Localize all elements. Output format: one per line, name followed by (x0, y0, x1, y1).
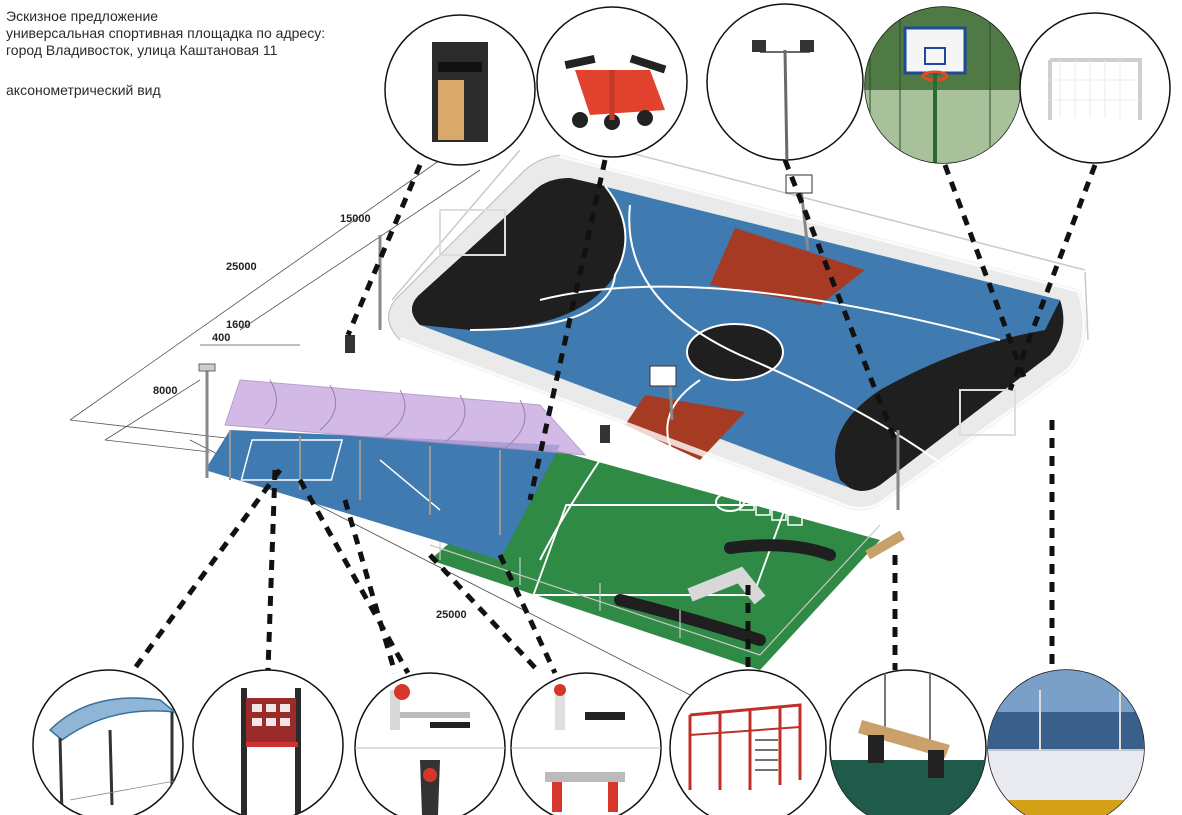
goal-left (439, 209, 506, 256)
dim-15000: 15000 (340, 213, 371, 225)
dim-1600: 1600 (226, 319, 250, 331)
bin-shape-2 (600, 425, 610, 443)
callout-basketball-hoop (864, 6, 1022, 164)
fitness-fence (429, 524, 881, 656)
dim-line-15000 (239, 169, 481, 331)
bench-shape (865, 530, 905, 560)
court-black-zone-left (411, 178, 626, 330)
fitness-zone (429, 450, 905, 670)
callout-hockey-board (987, 669, 1145, 815)
hopscotch (739, 499, 803, 526)
trash-bin-icon (432, 42, 488, 142)
dim-25000-top: 25000 (226, 261, 257, 273)
info-board-icon (241, 688, 301, 815)
dim-line-8000 (104, 379, 201, 441)
main-court (378, 139, 1089, 513)
callout-trainers-2 (510, 672, 662, 815)
dim-25000-bottom: 25000 (436, 609, 467, 621)
basketball-hoop-icon (865, 7, 1021, 163)
title-line-1: Эскизное предложение (6, 8, 159, 24)
callout-canopy (32, 669, 184, 815)
view-label: аксонометрический вид (6, 82, 161, 98)
trainer-machine-icon-2 (511, 684, 661, 812)
dim-400: 400 (212, 332, 230, 344)
court-black-zone-right (835, 300, 1064, 491)
backboard-bottom (649, 365, 677, 387)
trainer-machine-icon (355, 684, 505, 815)
dim-8000: 8000 (153, 385, 177, 397)
title-line-2: универсальная спортивная площадка по адр… (6, 25, 326, 41)
hoop-pole-bottom (668, 379, 674, 421)
callout-park-bench (829, 669, 987, 815)
callout-football-goal (1019, 12, 1171, 164)
court-red-key-top (710, 228, 865, 305)
football-goal-icon (1048, 58, 1142, 120)
bin-shape (345, 335, 355, 353)
park-bench-icon (830, 670, 986, 815)
dim-line-25000-top (69, 159, 441, 421)
canopy-zone (198, 335, 610, 560)
canopy-roof (224, 379, 587, 456)
callout-trash-bin (384, 14, 536, 166)
title-block: Эскизное предложение универсальная спорт… (6, 8, 325, 59)
callout-info-board (192, 669, 344, 815)
workout-rig-icon (688, 703, 802, 790)
hockey-board-icon (988, 670, 1144, 815)
court-red-key-bottom (625, 395, 745, 460)
callout-leaders (132, 159, 1098, 675)
callout-floodlight (706, 3, 864, 161)
floodlight-icon (752, 40, 814, 160)
goal-right (959, 389, 1016, 436)
callout-trainers-1 (354, 672, 506, 815)
callout-workout-bench (536, 6, 688, 158)
rink-railing (391, 139, 1089, 341)
callout-workout-rig (669, 669, 827, 815)
exercise-machine-icon (564, 54, 667, 130)
title-line-3: город Владивосток, улица Каштановая 11 (6, 42, 278, 58)
canopy-icon (48, 697, 181, 815)
